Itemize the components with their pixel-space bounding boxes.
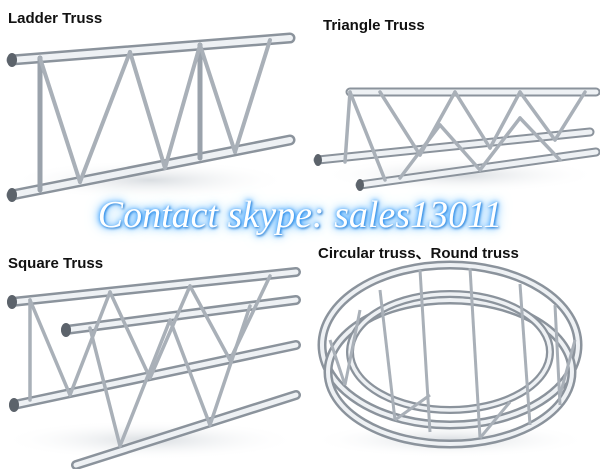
square-truss-label: Square Truss xyxy=(8,255,104,272)
circular-truss-label: Circular truss、Round truss xyxy=(318,245,519,262)
skype-watermark: Contact skype: sales13011 xyxy=(97,194,503,236)
circular-truss-image xyxy=(310,260,590,458)
ladder-truss-label: Ladder Truss xyxy=(8,10,103,27)
triangle-truss-label: Triangle Truss xyxy=(323,17,425,34)
triangle-truss-image xyxy=(313,87,600,193)
ladder-truss-image xyxy=(6,32,296,202)
square-truss-image xyxy=(0,267,301,469)
